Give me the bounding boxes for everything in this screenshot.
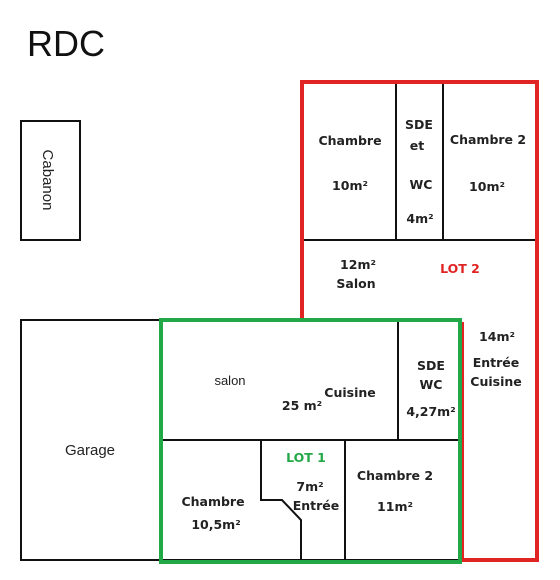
lot2-salon-name: Salon xyxy=(336,276,375,291)
lot2-entree-line1: Entrée xyxy=(473,355,520,370)
lot2-chambre-area: 10m² xyxy=(332,178,368,193)
lot2-entree-area: 14m² xyxy=(479,329,515,344)
lot1-sde-area: 4,27m² xyxy=(406,404,455,419)
garage-outline xyxy=(20,319,163,561)
lot1-border xyxy=(159,318,462,564)
garage-label: Garage xyxy=(65,442,115,459)
lot1-label: LOT 1 xyxy=(286,450,326,465)
lot2-chambre2-name: Chambre 2 xyxy=(450,132,526,147)
lot2-sde-line2: et xyxy=(410,138,424,153)
lot2-salon-area: 12m² xyxy=(340,257,376,272)
lot1-entree-area: 7m² xyxy=(296,479,323,494)
lot1-chambre-area: 10,5m² xyxy=(191,517,240,532)
lot1-chambre-name: Chambre xyxy=(181,494,244,509)
lot2-sde-line1: SDE xyxy=(405,117,433,132)
lot2-entree-line2: Cuisine xyxy=(470,374,521,389)
lot2-chambre2-area: 10m² xyxy=(469,179,505,194)
lot2-label: LOT 2 xyxy=(440,261,480,276)
lot2-sde-line3: WC xyxy=(410,177,433,192)
cabanon-outline xyxy=(20,120,81,241)
lot1-chambre2-area: 11m² xyxy=(377,499,413,514)
lot1-cuisine-area: 25 m² xyxy=(282,398,322,413)
lot2-sde-area: 4m² xyxy=(406,211,433,226)
lot1-salon-name: salon xyxy=(214,373,245,388)
lot1-sde-line2: WC xyxy=(420,377,443,392)
lot1-cuisine-name: Cuisine xyxy=(324,385,375,400)
lot1-wall-entree xyxy=(260,440,302,560)
cabanon-label: Cabanon xyxy=(39,150,56,211)
lot2-chambre-name: Chambre xyxy=(318,133,381,148)
plan-title: RDC xyxy=(27,23,105,64)
lot1-sde-line1: SDE xyxy=(417,358,445,373)
lot1-entree-name: Entrée xyxy=(293,498,340,513)
lot1-chambre2-name: Chambre 2 xyxy=(357,468,433,483)
